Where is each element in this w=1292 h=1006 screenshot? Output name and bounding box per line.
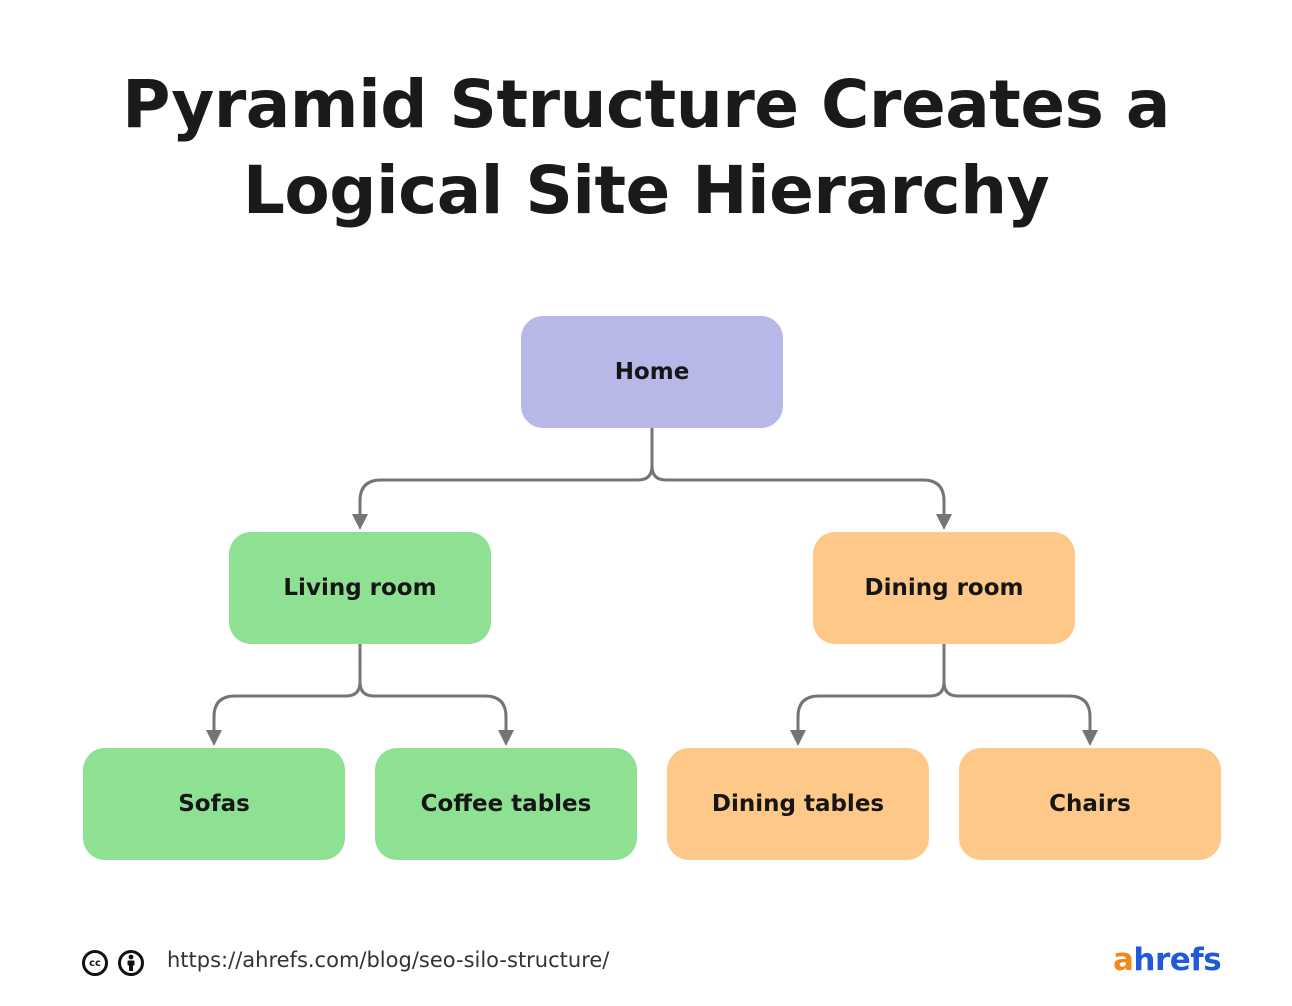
edge-living_room-coffee_tables xyxy=(358,644,508,732)
edge-living_room-sofas xyxy=(212,644,362,732)
arrowhead-chairs xyxy=(1082,730,1098,746)
diagram-title: Pyramid Structure Creates a Logical Site… xyxy=(0,62,1292,234)
title-line-1: Pyramid Structure Creates a xyxy=(122,66,1170,143)
node-living-room-label: Living room xyxy=(283,575,437,601)
logo-a: a xyxy=(1113,942,1134,978)
node-dining-tables: Dining tables xyxy=(667,748,929,860)
arrowhead-sofas xyxy=(206,730,222,746)
arrowhead-living_room xyxy=(352,514,368,530)
node-dining-room: Dining room xyxy=(813,532,1075,644)
arrowhead-dining_tables xyxy=(790,730,806,746)
edge-home-dining_room xyxy=(650,428,946,516)
node-coffee-tables-label: Coffee tables xyxy=(420,791,592,817)
arrowhead-dining_room xyxy=(936,514,952,530)
arrowhead-coffee_tables xyxy=(498,730,514,746)
node-sofas-label: Sofas xyxy=(178,791,250,817)
logo-rest: hrefs xyxy=(1133,942,1222,978)
person-glyph xyxy=(127,954,135,971)
source-url[interactable]: https://ahrefs.com/blog/seo-silo-structu… xyxy=(167,948,610,972)
node-home-label: Home xyxy=(614,359,690,385)
edge-dining_room-chairs xyxy=(942,644,1092,732)
node-living-room: Living room xyxy=(229,532,491,644)
edge-home-living_room xyxy=(358,428,654,516)
node-coffee-tables: Coffee tables xyxy=(375,748,637,860)
license-icons: cc xyxy=(82,950,144,976)
title-line-2: Logical Site Hierarchy xyxy=(242,152,1050,229)
node-chairs: Chairs xyxy=(959,748,1221,860)
creative-commons-icon: cc xyxy=(82,950,108,976)
node-sofas: Sofas xyxy=(83,748,345,860)
node-dining-room-label: Dining room xyxy=(864,575,1024,601)
edge-dining_room-dining_tables xyxy=(796,644,946,732)
node-dining-tables-label: Dining tables xyxy=(711,791,885,817)
ahrefs-logo: ahrefs xyxy=(1113,942,1222,978)
attribution-icon xyxy=(118,950,144,976)
node-chairs-label: Chairs xyxy=(1049,791,1131,817)
node-home: Home xyxy=(521,316,783,428)
